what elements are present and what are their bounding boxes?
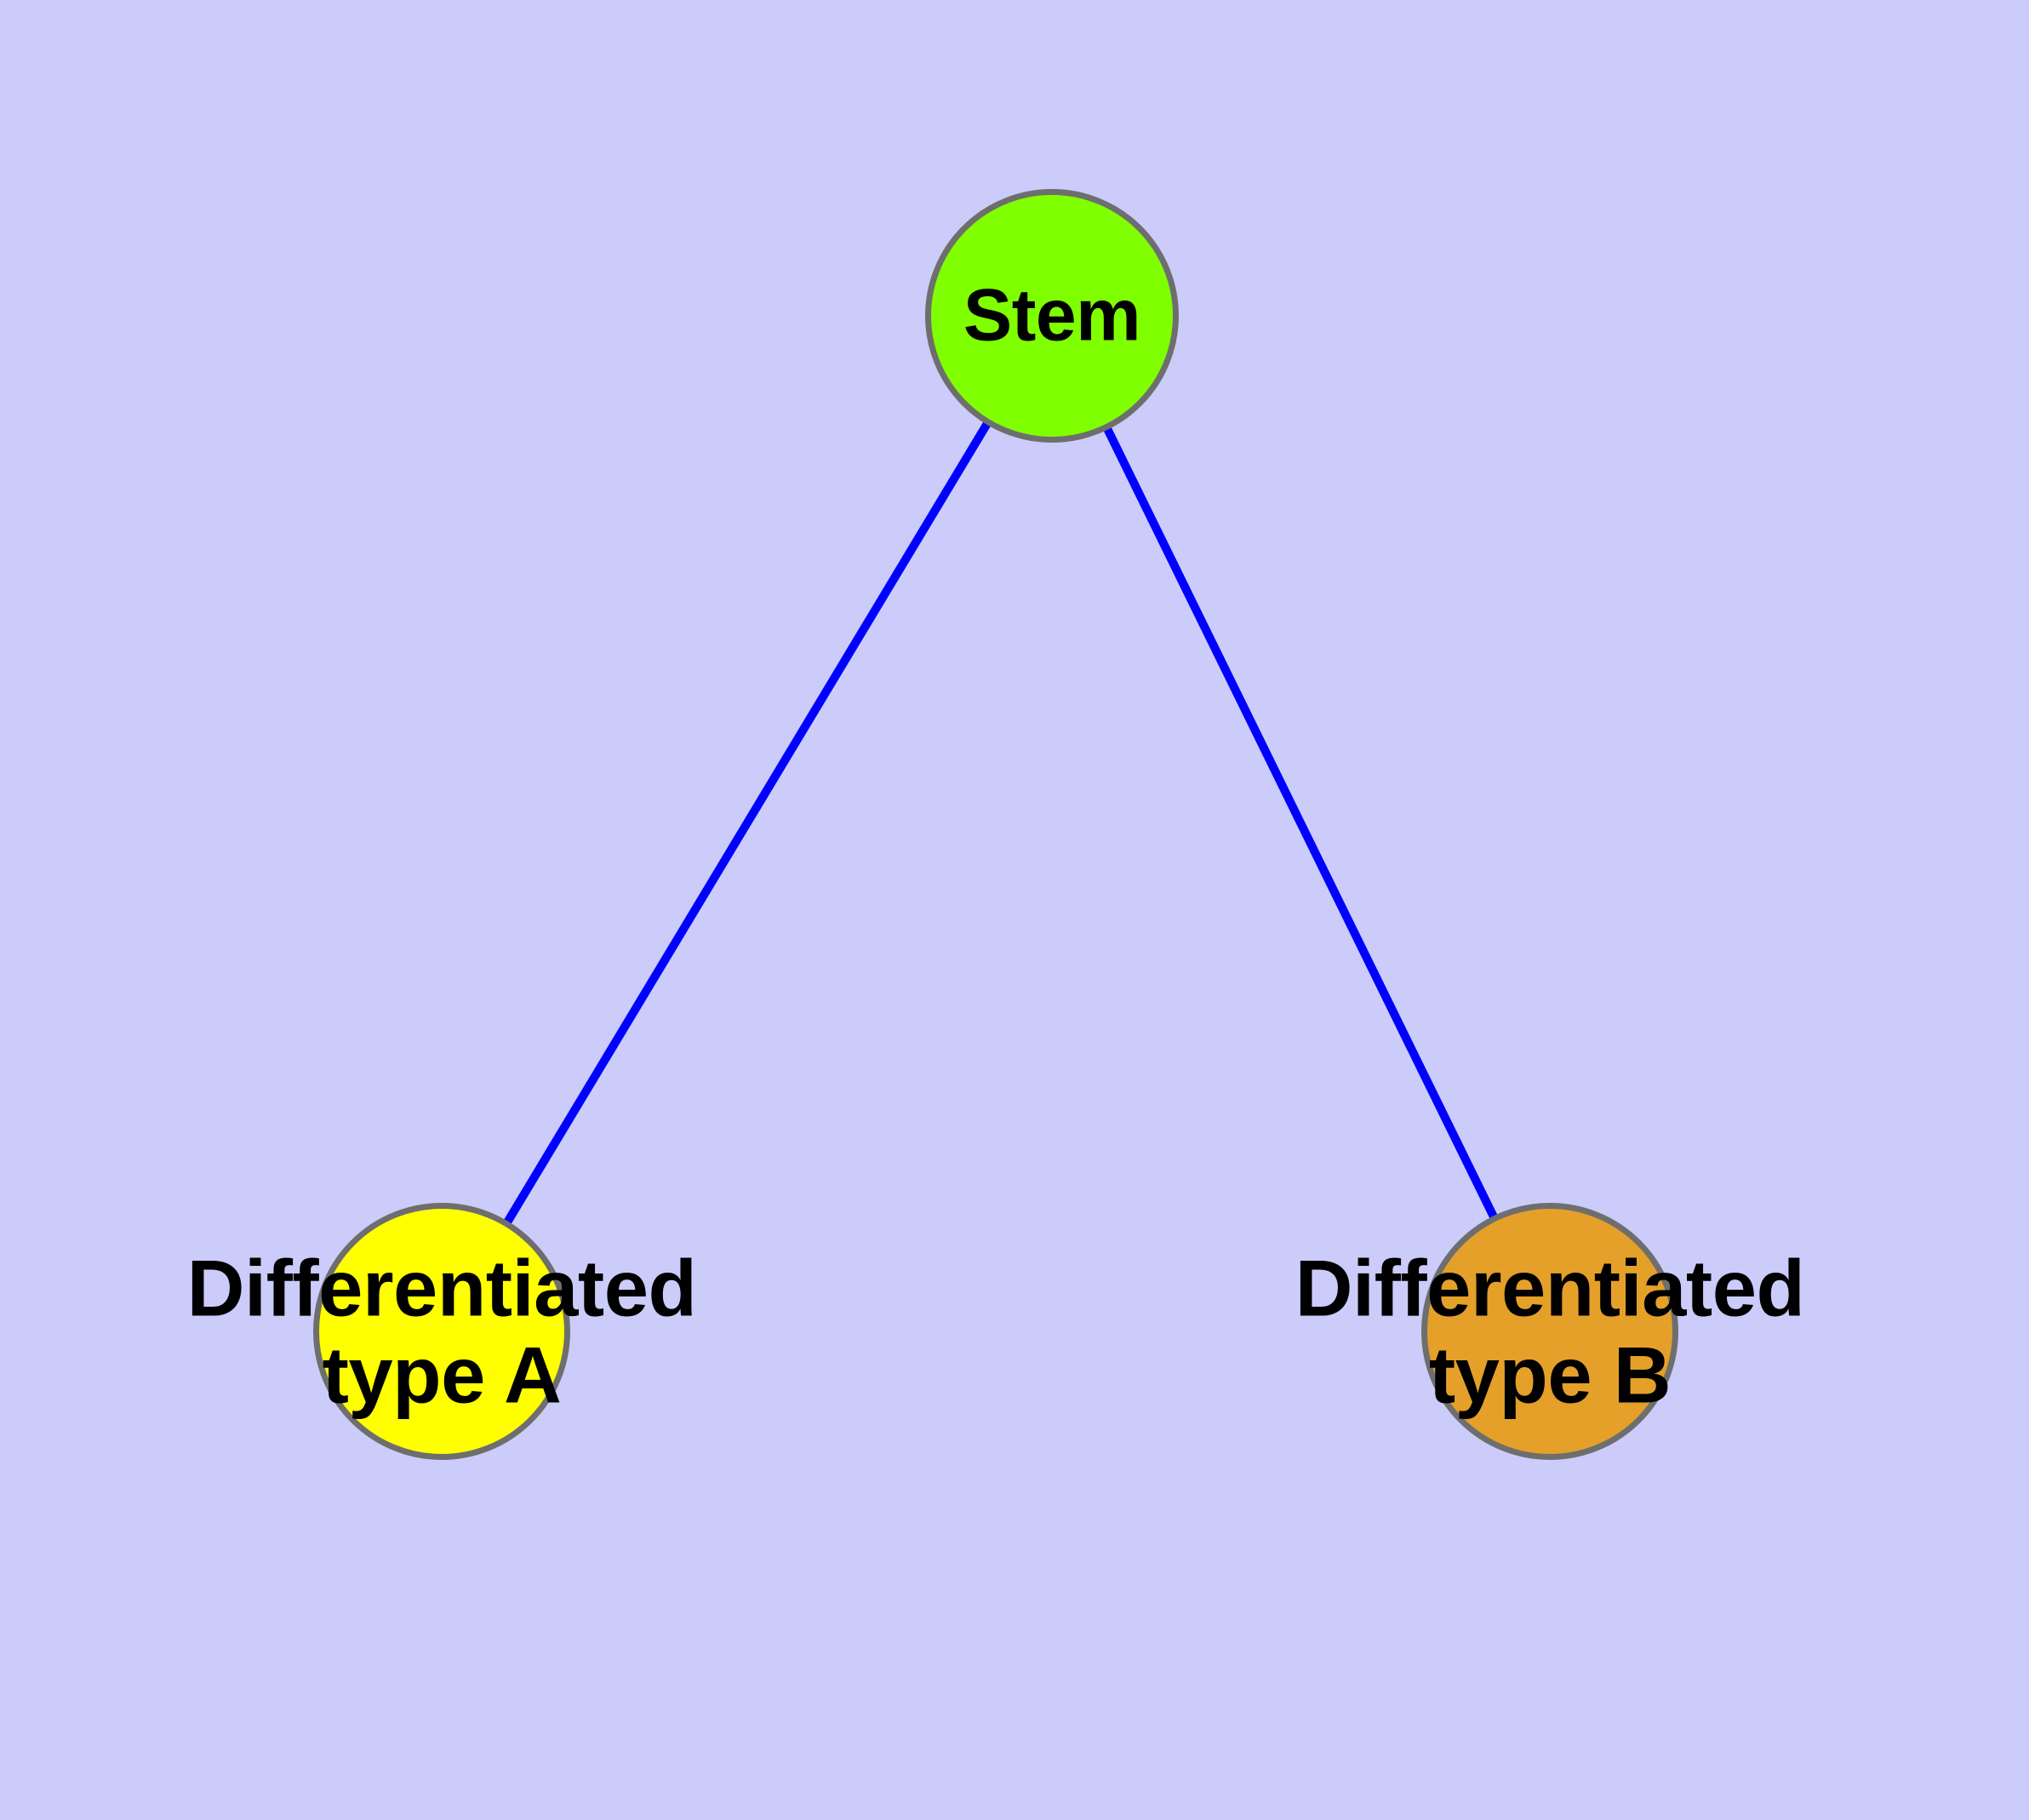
edge-stem-to-differentiated-b [1048, 313, 1554, 1334]
edge-stem-to-differentiated-a [437, 313, 1056, 1334]
node-stem[interactable]: Stem [925, 189, 1179, 443]
node-stem-label: Stem [963, 274, 1141, 357]
